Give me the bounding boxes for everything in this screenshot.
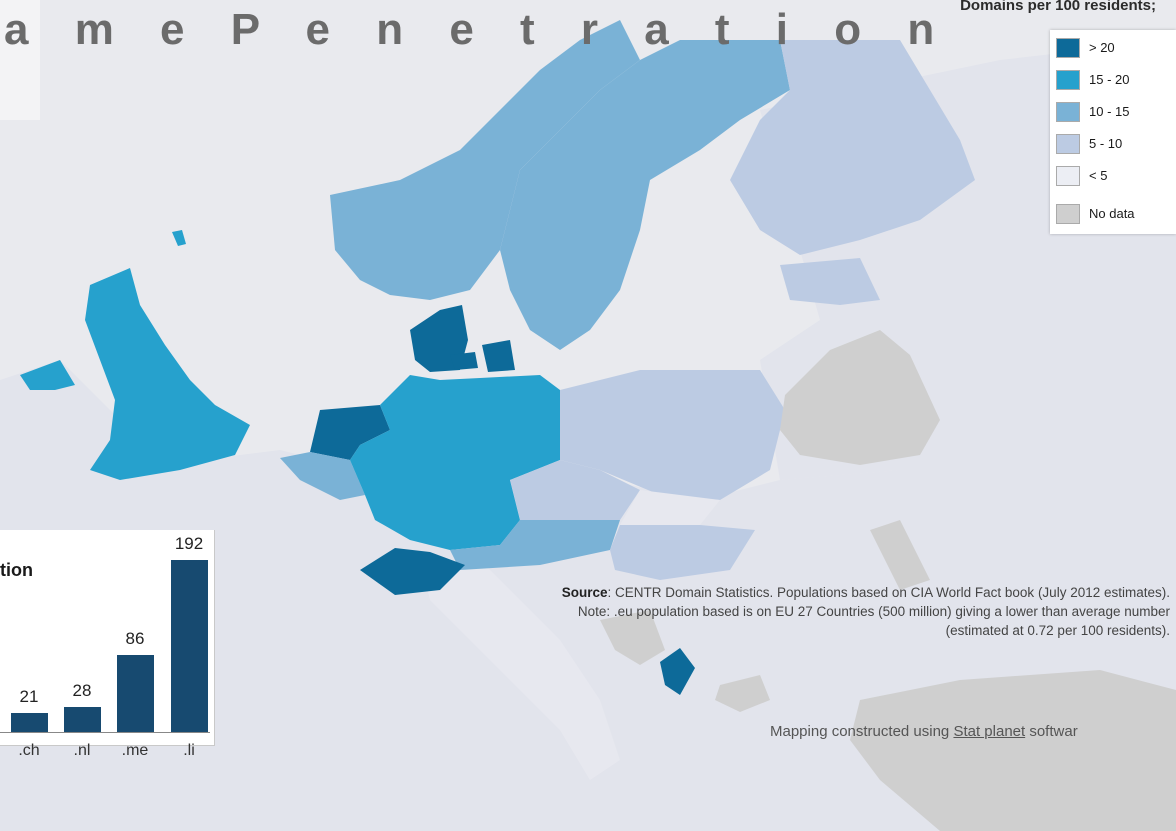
source-line-2: Note: .eu population based is on EU 27 C…	[577, 604, 1170, 619]
title-backdrop	[0, 0, 40, 120]
bar-value-label: 86	[125, 628, 145, 648]
country-poland	[560, 370, 785, 500]
legend-item-no-data: No data	[1056, 202, 1174, 228]
legend-item-under-5: < 5	[1056, 164, 1174, 190]
category-label: .me	[121, 742, 149, 759]
source-label: Source	[561, 585, 608, 600]
country-austria	[450, 520, 620, 570]
legend-item-5-10: 5 - 10	[1056, 132, 1174, 158]
country-baltics	[780, 258, 880, 305]
source-line-3: (estimated at 0.72 per 100 residents).	[945, 623, 1170, 638]
country-montenegro	[660, 648, 695, 695]
inset-title: tion	[0, 560, 33, 580]
category-label: .ch	[18, 742, 40, 759]
bar-li	[170, 560, 208, 732]
source-text: : CENTR Domain Statistics. Populations b…	[607, 585, 1171, 600]
bar-ch	[10, 713, 48, 732]
bar-value-label: 28	[72, 680, 92, 700]
country-italy	[420, 560, 620, 780]
legend-label: < 5	[1089, 168, 1108, 183]
bar-value-label: 21	[19, 687, 39, 707]
country-sweden	[500, 40, 790, 350]
country-netherlands	[310, 405, 390, 460]
inset-bar-chart: tion 21 .ch 28 .nl 86 .me 192 .li	[0, 530, 215, 759]
country-turkey	[850, 670, 1176, 831]
map-title: a m e P e n e t r a t i o n	[4, 5, 952, 54]
legend-label: > 20	[1089, 40, 1115, 55]
legend-item-over-20: > 20	[1056, 36, 1174, 62]
country-switzerland	[360, 548, 465, 595]
x-axis-line	[0, 732, 210, 733]
legend-label: 5 - 10	[1089, 136, 1123, 151]
country-czech	[510, 460, 640, 520]
legend-swatch	[1056, 204, 1080, 224]
category-label: .nl	[73, 742, 91, 759]
mapping-credit: Mapping constructed using Stat planet so…	[770, 723, 1078, 740]
credit-prefix: Mapping constructed using	[770, 723, 954, 740]
legend-item-15-20: 15 - 20	[1056, 68, 1174, 94]
country-ireland	[20, 360, 75, 390]
legend-label: 10 - 15	[1089, 104, 1130, 119]
credit-suffix: softwar	[1025, 723, 1078, 740]
country-bosnia	[600, 610, 665, 665]
legend-swatch	[1056, 166, 1080, 186]
country-denmark-islands	[450, 340, 515, 372]
country-germany	[350, 375, 560, 550]
legend-label: No data	[1089, 206, 1135, 221]
legend-item-10-15: 10 - 15	[1056, 100, 1174, 126]
category-label: .li	[183, 742, 195, 759]
legend-swatch	[1056, 134, 1080, 154]
source-note: Source: CENTR Domain Statistics. Populat…	[390, 583, 1170, 640]
country-hungary	[610, 525, 755, 580]
country-iceland	[172, 230, 186, 246]
country-bulgaria	[715, 675, 770, 712]
country-belarus	[780, 330, 940, 465]
legend: > 20 15 - 20 10 - 15 5 - 10 < 5 No data	[1050, 30, 1176, 234]
legend-header: Domains per 100 residents;	[960, 0, 1156, 14]
legend-label: 15 - 20	[1089, 72, 1130, 87]
country-belgium	[280, 452, 365, 500]
country-slovakia	[620, 490, 720, 525]
bar-me	[116, 654, 154, 732]
source-line-1: Source: CENTR Domain Statistics. Populat…	[390, 583, 1170, 602]
bar-nl	[63, 706, 101, 732]
bar-value-label: 192	[174, 534, 204, 553]
country-finland	[730, 40, 975, 255]
legend-swatch	[1056, 102, 1080, 122]
legend-swatch	[1056, 38, 1080, 58]
legend-swatch	[1056, 70, 1080, 90]
country-norway	[330, 20, 640, 300]
country-uk	[85, 268, 250, 480]
stat-planet-link[interactable]: Stat planet	[953, 723, 1026, 740]
country-moldova	[870, 520, 930, 590]
